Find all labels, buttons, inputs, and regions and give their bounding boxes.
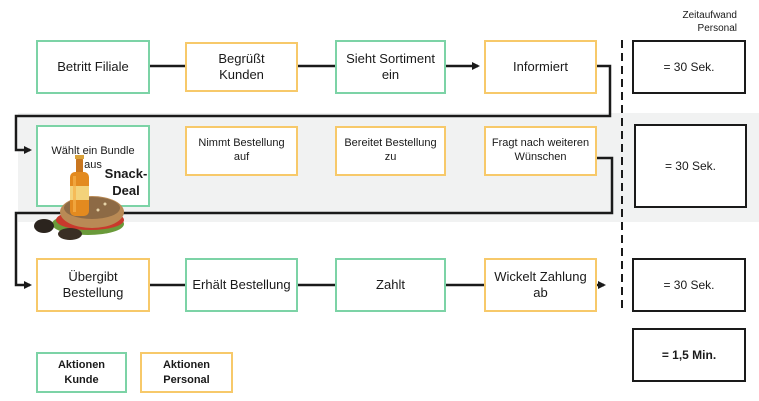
arrow-row1-to-row2 — [14, 64, 612, 154]
legend-aktionen-kunde: Aktionen Kunde — [36, 352, 127, 393]
time-box-total: = 1,5 Min. — [632, 328, 746, 382]
step-label-line2: ab — [533, 285, 548, 300]
time-box-row2: = 30 Sek. — [634, 124, 747, 208]
step-label: Erhält Bestellung — [192, 276, 291, 292]
beer-bottle-icon — [70, 155, 89, 216]
time-header: Zeitaufwand Personal — [683, 10, 737, 35]
step-label-line2: ein — [381, 67, 400, 82]
time-header-line1: Zeitaufwand — [682, 10, 737, 21]
snack-deal-illustration — [34, 155, 124, 240]
legend-line2: Personal — [163, 373, 210, 386]
step-label-line1: Nimmt Bestellung — [198, 137, 285, 150]
snack-deal-line2: Deal — [112, 182, 140, 198]
legend-line1: Aktionen — [162, 359, 211, 372]
legend-aktionen-personal: Aktionen Personal — [140, 352, 233, 393]
step-nimmt-bestellung: Nimmt Bestellung auf — [185, 126, 298, 176]
time-value: = 30 Sek. — [664, 158, 717, 173]
step-label-line1: Übergibt — [68, 268, 118, 284]
step-bereitet-bestellung: Bereitet Bestellung zu — [335, 126, 446, 176]
step-label: Betritt Filiale — [57, 58, 129, 74]
step-label-line2: zu — [384, 151, 397, 163]
step-erhaelt-bestellung: Erhält Bestellung — [185, 258, 298, 312]
step-label-line1: Begrüßt — [218, 50, 265, 66]
step-label-line2: Kunden — [219, 67, 264, 82]
time-total-value: = 1,5 Min. — [661, 347, 717, 362]
step-label-line1: Fragt nach weiteren — [491, 137, 590, 150]
step-label: Wählt ein Bundle aus — [51, 145, 135, 171]
arrow-row2-to-row3 — [14, 156, 614, 289]
step-waehlt-bundle: Wählt ein Bundle aus — [36, 125, 150, 207]
step-label-line1: Wickelt Zahlung — [494, 268, 587, 284]
step-label-line1: Bereitet Bestellung — [344, 137, 437, 150]
time-header-line2: Personal — [697, 22, 737, 34]
step-informiert: Informiert — [484, 40, 597, 94]
step-sieht-sortiment: Sieht Sortiment ein — [335, 40, 446, 94]
step-label-line2: Bestellung — [62, 285, 124, 300]
step-label-line1: Sieht Sortiment — [346, 50, 435, 66]
step-label-line2: Wünschen — [514, 151, 567, 163]
legend-line2: Kunde — [64, 373, 99, 386]
step-zahlt: Zahlt — [335, 258, 446, 312]
time-box-row1: = 30 Sek. — [632, 40, 746, 94]
time-box-row3: = 30 Sek. — [632, 258, 746, 312]
step-fragt-nach-wuenschen: Fragt nach weiteren Wünschen — [484, 126, 597, 176]
step-begruesst-kunden: Begrüßt Kunden — [185, 42, 298, 92]
legend-line1: Aktionen — [57, 359, 106, 372]
step-label: Zahlt — [376, 276, 405, 292]
step-uebergibt-bestellung: Übergibt Bestellung — [36, 258, 150, 312]
time-value: = 30 Sek. — [663, 277, 715, 292]
step-betritt-filiale: Betritt Filiale — [36, 40, 150, 94]
step-wickelt-zahlung-ab: Wickelt Zahlung ab — [484, 258, 597, 312]
step-label-line2: auf — [233, 151, 250, 163]
snack-deal-label: Snack- Deal — [100, 166, 152, 200]
step-label: Informiert — [513, 58, 568, 74]
time-value: = 30 Sek. — [663, 59, 715, 74]
snack-deal-line1: Snack- — [104, 166, 148, 181]
